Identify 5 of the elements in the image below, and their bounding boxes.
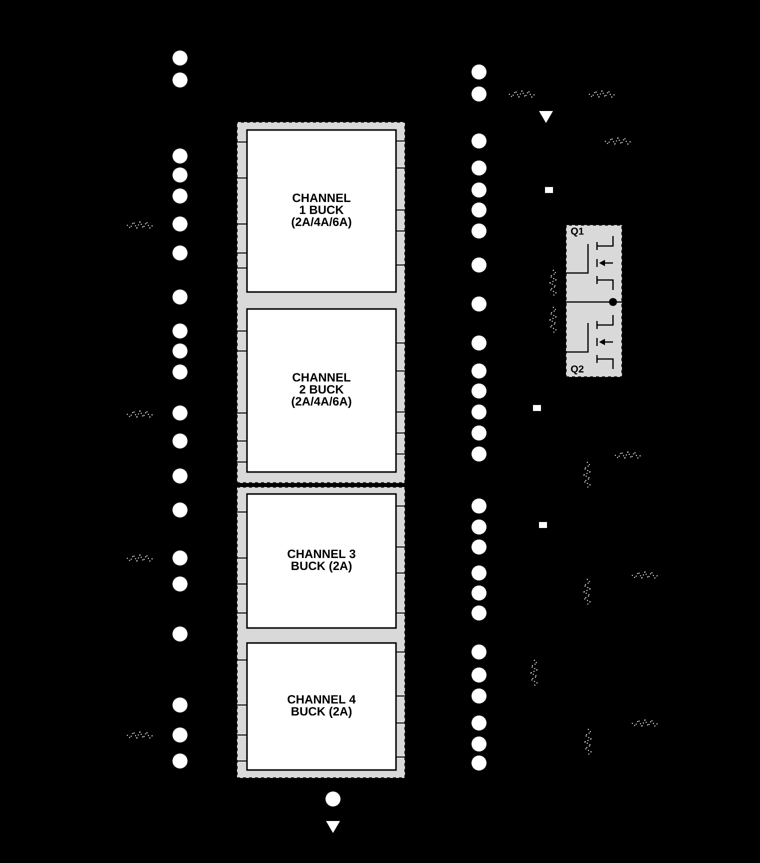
transistor-box: Q1 Q2 xyxy=(565,224,623,378)
channel-box: CHANNEL 2 BUCK (2A/4A/6A) xyxy=(246,308,397,473)
channel-box: CHANNEL 1 BUCK (2A/4A/6A) xyxy=(246,129,397,293)
channel-box: CHANNEL 3 BUCK (2A) xyxy=(246,493,397,629)
channel-box: CHANNEL 4 BUCK (2A) xyxy=(246,642,397,771)
